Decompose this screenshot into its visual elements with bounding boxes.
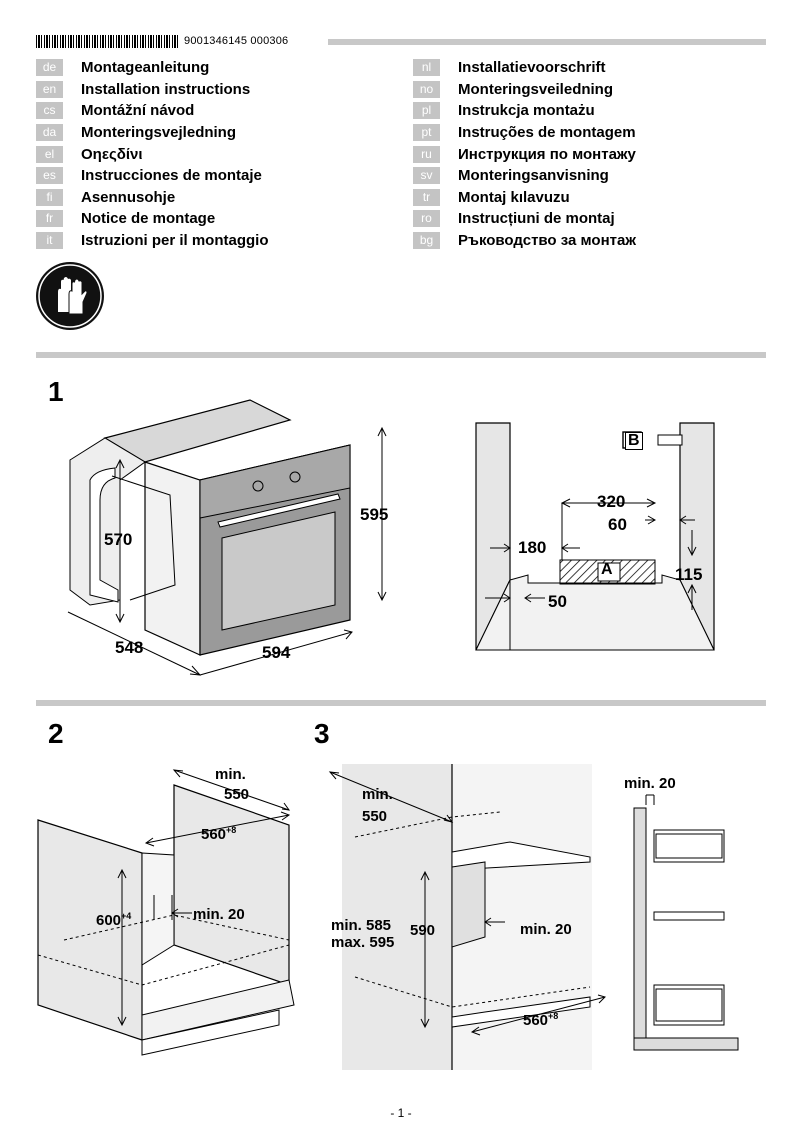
lang-title: Asennusohje [81,188,176,206]
lang-row: fi Asennusohje [36,187,269,209]
lang-row: en Installation instructions [36,79,269,101]
lang-title: Ръководство за монтаж [458,232,636,250]
lang-title: Montaj kılavuzu [458,188,570,206]
lang-code: es [36,167,63,185]
side-clearance-drawing [633,794,739,1051]
dim-gap-20: min. 20 [520,921,572,938]
lang-row: it Istruzioni per il montaggio [36,230,269,252]
section-rule [36,700,766,706]
lang-code: bg [413,232,440,250]
lang-row: cs Montážní návod [36,100,269,122]
min-height: min. 585 [331,917,392,934]
lang-title: Инструкция по монтажу [458,145,636,163]
lang-row: no Monteringsveiledning [413,79,636,101]
lang-title: Installation instructions [81,80,251,98]
lang-title: Instrucciones de montaje [81,167,262,185]
figure-number: 1 [48,376,64,407]
min-value: 550 [224,786,250,803]
lang-title: Οηεςδίνι [81,145,143,163]
section-rule [36,352,766,358]
dim-width-560: 560+8 [523,1011,559,1029]
lang-code: sv [413,167,440,185]
lang-code: no [413,80,440,98]
dim-width: 594 [262,643,291,662]
lang-code: el [36,145,63,163]
lang-title: Notice de montage [81,210,216,228]
figure-number: 2 [48,718,64,749]
base-cabinet-drawing [37,769,295,1056]
dim-320: 320 [597,492,626,511]
min-label: min. [362,786,393,803]
lang-row: sv Monteringsanvisning [413,165,636,187]
side-gap: min. 20 [624,775,676,792]
dim-height-600: 600+4 [96,911,132,929]
lang-title: Instrucțiuni de montaj [458,210,615,228]
lang-title: Installatievoorschrift [458,59,606,77]
lang-row: de Montageanleitung [36,57,269,79]
min-value: 550 [362,808,388,825]
lang-title: Monteringsvejledning [81,124,237,142]
barcode [36,35,180,48]
lang-title: Instrukcja montażu [458,102,595,120]
lang-row: pl Instrukcja montażu [413,100,636,122]
lang-code: it [36,232,63,250]
dim-50: 50 [548,592,567,611]
lang-code: da [36,124,63,142]
lang-title: Montageanleitung [81,59,210,77]
lang-code: cs [36,102,63,120]
lang-row: el Οηεςδίνι [36,143,269,165]
lang-row: nl Installatievoorschrift [413,57,636,79]
language-list-left: de Montageanleitung en Installation instru… [36,57,269,251]
lang-title: Monteringsveiledning [458,80,614,98]
lang-row: fr Notice de montage [36,208,269,230]
lang-code: de [36,59,63,77]
lang-code: tr [413,188,440,206]
dim-depth: 548 [115,638,144,657]
lang-row: es Instrucciones de montaje [36,165,269,187]
lang-code: fr [36,210,63,228]
dim-width-560: 560+8 [201,825,237,843]
label-b: B [625,432,643,450]
lang-row: bg Ръководство за монтаж [413,230,636,252]
lang-row: da Monteringsvejledning [36,122,269,144]
lang-code: ru [413,145,440,163]
lang-row: tr Montaj kılavuzu [413,187,636,209]
dim-height: 595 [360,505,389,524]
lang-code: nl [413,59,440,77]
dim-115: 115 [675,565,703,584]
min-label: min. [215,766,246,783]
top-rule [328,39,766,45]
lang-code: fi [36,188,63,206]
lang-code: ro [413,210,440,228]
lang-row: ro Instrucțiuni de montaj [413,208,636,230]
dim-60: 60 [608,515,627,534]
lang-title: Montážní návod [81,102,195,120]
lang-code: pt [413,124,440,142]
dim-180: 180 [518,538,547,557]
label-a: A [601,561,613,578]
lang-title: Istruzioni per il montaggio [81,232,269,250]
barcode-number: 9001346145 000306 [184,35,289,47]
lang-code: pl [413,102,440,120]
dim-gap-20: min. 20 [193,906,245,923]
lang-code: en [36,80,63,98]
gloves-icon [36,262,104,330]
lang-title: Monteringsanvisning [458,167,609,185]
language-list-right: nl Installatievoorschrift no Monteringsvei… [413,57,636,251]
lang-row: pt Instruções de montagem [413,122,636,144]
figure-number: 3 [314,718,330,749]
lang-title: Instruções de montagem [458,124,636,142]
lang-row: ru Инструкция по монтажу [413,143,636,165]
page-number: - 1 - [390,1106,412,1120]
dim-height-590: 590 [410,922,436,939]
max-height: max. 595 [331,934,395,951]
dim-inner-height: 570 [104,530,133,549]
cabinet-section-drawing [475,422,715,651]
oven-drawing [67,399,387,676]
tall-cabinet-drawing [328,764,606,1070]
